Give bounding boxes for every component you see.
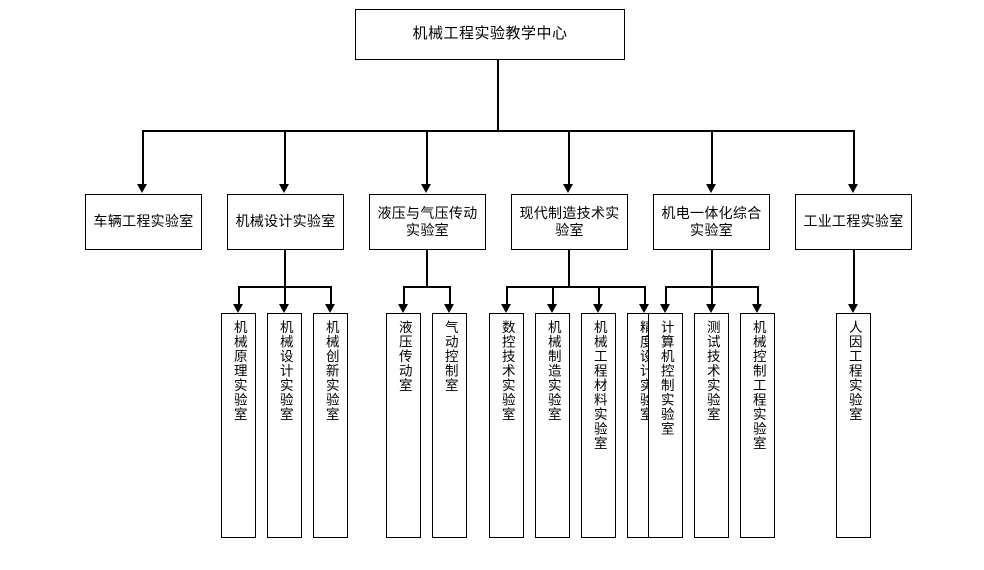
arrowhead-computer-control	[660, 304, 670, 313]
connector-drop-materials	[598, 286, 600, 306]
node-modern-manufacturing-lab[interactable]: 现代制造技术实验室	[511, 194, 628, 250]
arrowhead-human-factors	[848, 304, 858, 313]
leaf-label: 机械原理实验室	[231, 320, 247, 422]
leaf-label: 数控技术实验室	[499, 320, 515, 422]
arrowhead-pneumatic-control	[444, 304, 454, 313]
connector-drop-mech-innovation	[330, 286, 332, 306]
node-mechanical-design-lab[interactable]: 机械设计实验室	[227, 194, 344, 250]
arrowhead-mech-design-child	[279, 304, 289, 313]
leaf-label: 计算机控制实验室	[658, 320, 674, 436]
leaf-label: 测试技术实验室	[704, 320, 720, 422]
connector-stem-hydraulic	[426, 250, 428, 287]
leaf-node-mechanical-principle-lab[interactable]: 机械原理实验室	[221, 313, 256, 538]
arrowhead-hydraulic-transmission	[398, 304, 408, 313]
connector-root-stem	[497, 60, 499, 131]
leaf-label: 机械设计实验室	[277, 320, 293, 422]
node-hydraulic-pneumatic-lab[interactable]: 液压与气压传动实验室	[369, 194, 486, 250]
node-label: 机电一体化综合实验室	[661, 204, 762, 239]
arrowhead-mech-manufacturing	[547, 304, 557, 313]
connector-drop-mech-principle	[238, 286, 240, 306]
connector-drop-mech-control-eng	[757, 286, 759, 306]
node-label: 车辆工程实验室	[93, 213, 194, 230]
arrowhead-hydraulic	[421, 184, 431, 193]
leaf-node-mechanical-design-lab[interactable]: 机械设计实验室	[267, 313, 302, 538]
node-label: 现代制造技术实验室	[519, 204, 620, 239]
leaf-node-human-factors-engineering-lab[interactable]: 人因工程实验室	[836, 313, 871, 538]
connector-stem-industrial	[853, 250, 855, 306]
arrowhead-mech-control-eng	[752, 304, 762, 313]
connector-drop-mechatronics	[711, 130, 713, 185]
connector-drop-mech-design	[284, 130, 286, 185]
connector-stem-mech-design	[284, 250, 286, 287]
node-label: 工业工程实验室	[803, 213, 904, 230]
leaf-node-mechanical-innovation-lab[interactable]: 机械创新实验室	[313, 313, 348, 538]
leaf-node-cnc-technology-lab[interactable]: 数控技术实验室	[489, 313, 524, 538]
connector-drop-mech-manufacturing	[552, 286, 554, 306]
node-industrial-engineering-lab[interactable]: 工业工程实验室	[795, 194, 912, 250]
connector-drop-precision	[644, 286, 646, 306]
leaf-node-testing-technology-lab[interactable]: 测试技术实验室	[694, 313, 729, 538]
arrowhead-cnc	[501, 304, 511, 313]
arrowhead-industrial	[848, 184, 858, 193]
connector-drop-manufacturing	[568, 130, 570, 185]
connector-drop-cnc	[506, 286, 508, 306]
node-mechatronics-lab[interactable]: 机电一体化综合实验室	[653, 194, 770, 250]
leaf-node-mechanical-manufacturing-lab[interactable]: 机械制造实验室	[535, 313, 570, 538]
leaf-node-hydraulic-transmission-room[interactable]: 液压传动室	[386, 313, 421, 538]
connector-stem-manufacturing	[568, 250, 570, 287]
arrowhead-mech-design	[279, 184, 289, 193]
leaf-label: 人因工程实验室	[846, 320, 862, 422]
connector-drop-hydraulic	[426, 130, 428, 185]
leaf-label: 机械创新实验室	[323, 320, 339, 422]
connector-drop-mech-design-child	[284, 286, 286, 306]
node-label: 液压与气压传动实验室	[377, 204, 478, 239]
connector-main-bus	[142, 130, 854, 132]
connector-bus-hydraulic	[403, 286, 450, 288]
arrowhead-vehicle	[137, 184, 147, 193]
arrowhead-precision	[639, 304, 649, 313]
leaf-label: 机械控制工程实验室	[750, 320, 766, 451]
leaf-node-mechanical-control-engineering-lab[interactable]: 机械控制工程实验室	[740, 313, 775, 538]
leaf-node-computer-control-lab[interactable]: 计算机控制实验室	[648, 313, 683, 538]
connector-drop-vehicle	[142, 130, 144, 185]
arrowhead-materials	[593, 304, 603, 313]
connector-bus-manufacturing	[506, 286, 645, 288]
arrowhead-mech-innovation	[325, 304, 335, 313]
connector-drop-testing-technology	[711, 286, 713, 306]
leaf-label: 气动控制室	[442, 320, 458, 393]
arrowhead-mechatronics	[706, 184, 716, 193]
node-label: 机械设计实验室	[235, 213, 336, 230]
leaf-node-pneumatic-control-room[interactable]: 气动控制室	[432, 313, 467, 538]
connector-stem-mechatronics	[711, 250, 713, 287]
leaf-label: 机械制造实验室	[545, 320, 561, 422]
arrowhead-testing-technology	[706, 304, 716, 313]
arrowhead-manufacturing	[563, 184, 573, 193]
connector-drop-hydraulic-transmission	[403, 286, 405, 306]
leaf-node-mechanical-materials-lab[interactable]: 机械工程材料实验室	[581, 313, 616, 538]
leaf-label: 液压传动室	[396, 320, 412, 393]
root-node-mechanical-engineering-center[interactable]: 机械工程实验教学中心	[355, 9, 625, 60]
node-vehicle-engineering-lab[interactable]: 车辆工程实验室	[85, 194, 202, 250]
connector-drop-pneumatic-control	[449, 286, 451, 306]
connector-drop-computer-control	[665, 286, 667, 306]
root-node-label: 机械工程实验教学中心	[412, 25, 568, 43]
leaf-label: 机械工程材料实验室	[591, 320, 607, 451]
arrowhead-mech-principle	[233, 304, 243, 313]
connector-drop-industrial	[853, 130, 855, 185]
